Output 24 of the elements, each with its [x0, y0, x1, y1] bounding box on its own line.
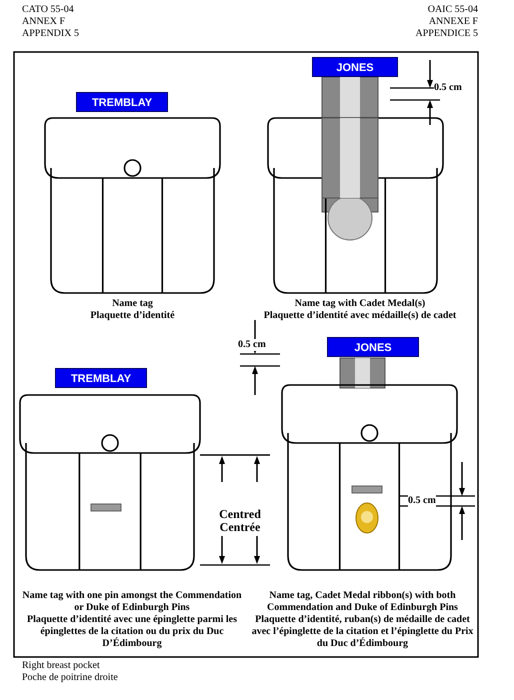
caption: Plaquette d’identité: [89, 310, 176, 322]
header-text: ANNEXE F: [428, 16, 478, 28]
header-text: APPENDICE 5: [415, 28, 478, 40]
caption: Plaquette d’identité avec une épinglette parmi les épinglettes de la citation ou du prix du Duc D’Édimbourg: [26, 614, 238, 650]
header-text: CATO 55-04: [22, 4, 74, 16]
dimension-text: Centred: [218, 508, 262, 521]
dimension-text: 0.5 cm: [408, 495, 436, 507]
name-tag: JONES: [327, 337, 419, 357]
caption: Name tag with Cadet Medal(s): [294, 298, 426, 310]
name-tag: JONES: [312, 57, 398, 77]
caption: Name tag, Cadet Medal ribbon(s) with both Commendation and Duke of Edinburgh Pins: [266, 590, 459, 614]
header-text: APPENDIX 5: [22, 28, 79, 40]
caption: Name tag: [111, 298, 154, 310]
footer-text: Right breast pocket: [22, 660, 100, 672]
caption: Plaquette d’identité, ruban(s) de médaille de cadet avec l’épinglette de la citation et l’épinglette du Prix du Duc d’Édimbourg: [250, 614, 474, 650]
name-tag: TREMBLAY: [55, 368, 147, 388]
dimension-text: 0.5 cm: [238, 339, 266, 351]
name-tag: TREMBLAY: [76, 92, 168, 112]
caption: Plaquette d’identité avec médaille(s) de cadet: [262, 310, 458, 322]
dimension-text: Centrée: [218, 521, 262, 534]
caption: Name tag with one pin amongst the Commendation or Duke of Edinburgh Pins: [22, 590, 242, 614]
footer-text: Poche de poitrine droite: [22, 672, 118, 684]
header-text: ANNEX F: [22, 16, 66, 28]
header-text: OAIC 55-04: [428, 4, 478, 16]
